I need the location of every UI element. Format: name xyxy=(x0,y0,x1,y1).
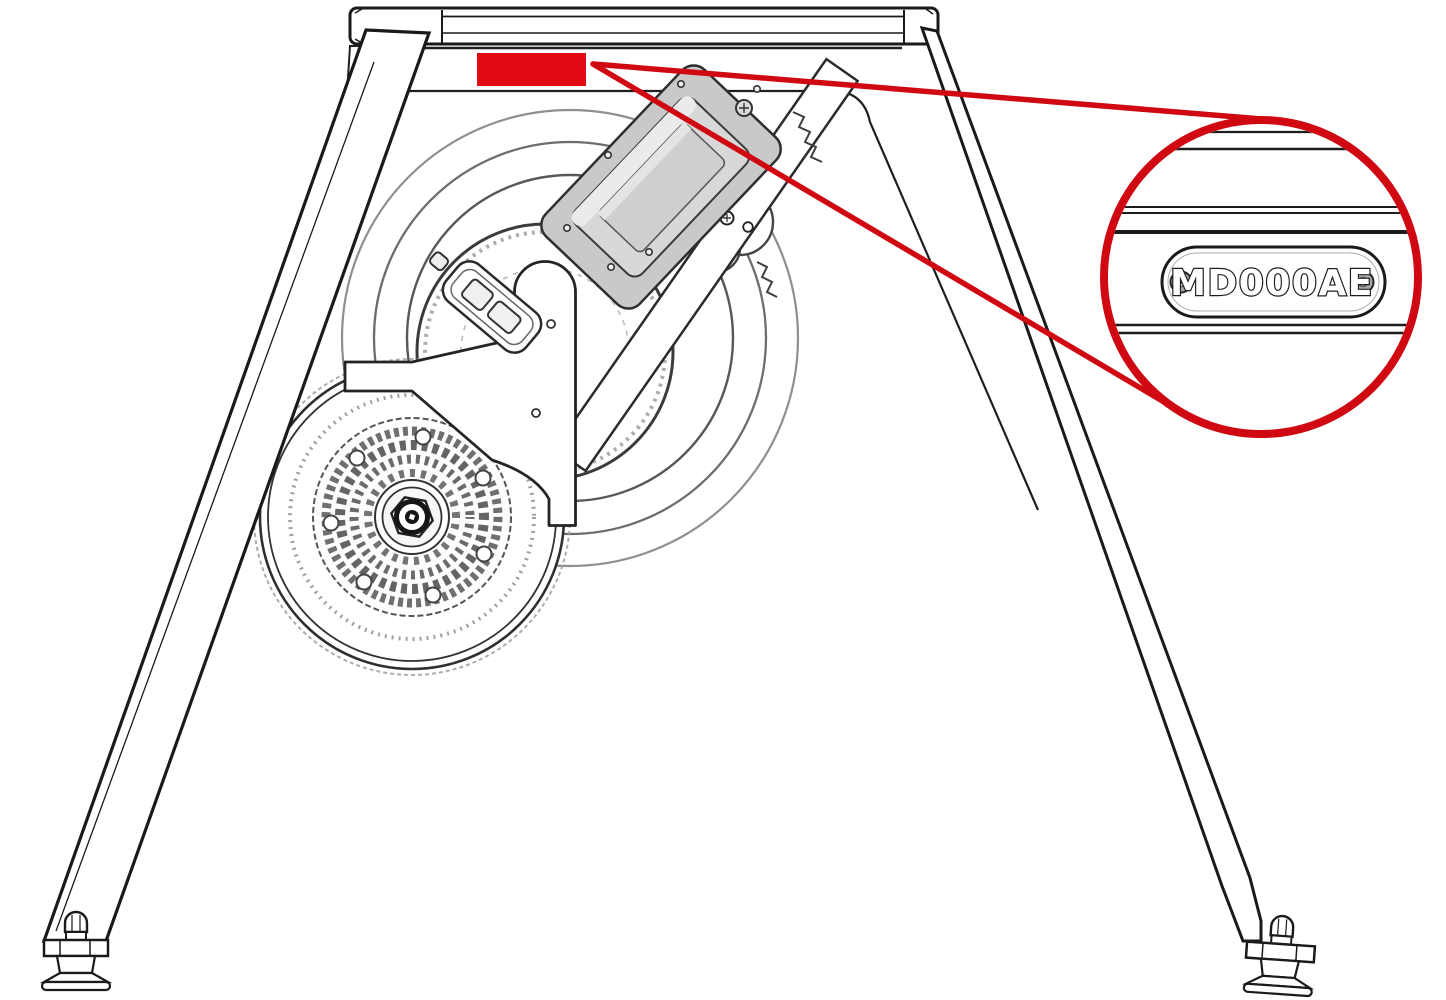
cassette-sprockets xyxy=(321,426,503,608)
rail-body xyxy=(348,6,940,46)
plate-bolt-lower xyxy=(531,408,541,418)
axle-keyhole xyxy=(408,513,416,521)
right-leg xyxy=(919,26,1263,943)
flywheel-outer-ring xyxy=(340,108,800,568)
console-arm-screws xyxy=(562,80,761,271)
console-arm xyxy=(540,64,782,310)
foot-base xyxy=(40,980,112,992)
foot-dome-nut xyxy=(1269,914,1295,939)
sprocket-teeth-upper xyxy=(792,111,823,163)
foot-dome-nut xyxy=(63,910,89,934)
callout-circle: MD000AE xyxy=(1100,116,1422,438)
serial-location-highlight xyxy=(477,53,586,86)
chain-link xyxy=(429,251,450,272)
left-leg-chamfer xyxy=(55,61,375,932)
serial-plate: MD000AE xyxy=(1160,245,1387,319)
plate-bolt-upper xyxy=(546,319,556,329)
support-arm-strip xyxy=(552,57,860,473)
sprocket-teeth-lower xyxy=(756,261,778,298)
callout-ring xyxy=(1100,116,1422,438)
leader-line-lower xyxy=(590,61,1184,415)
serial-plate-outline xyxy=(1160,245,1387,319)
left-foot xyxy=(39,910,113,992)
foot-flare xyxy=(39,971,113,984)
rivet-right xyxy=(1351,270,1375,294)
cage-mesh-ring xyxy=(288,393,536,641)
serial-number-text: MD000AE xyxy=(1170,263,1374,304)
leader-line-upper xyxy=(590,61,1277,123)
callout-leader-lines xyxy=(590,61,1277,415)
cage-standoffs xyxy=(322,428,493,604)
rivet-left xyxy=(1169,270,1193,294)
right-foot xyxy=(1241,914,1317,998)
top-rail xyxy=(348,6,940,46)
foot-pedestal xyxy=(55,954,97,975)
foot-cap-bar xyxy=(42,938,110,958)
chain-latch xyxy=(429,251,543,354)
foot-base xyxy=(1242,982,1313,998)
